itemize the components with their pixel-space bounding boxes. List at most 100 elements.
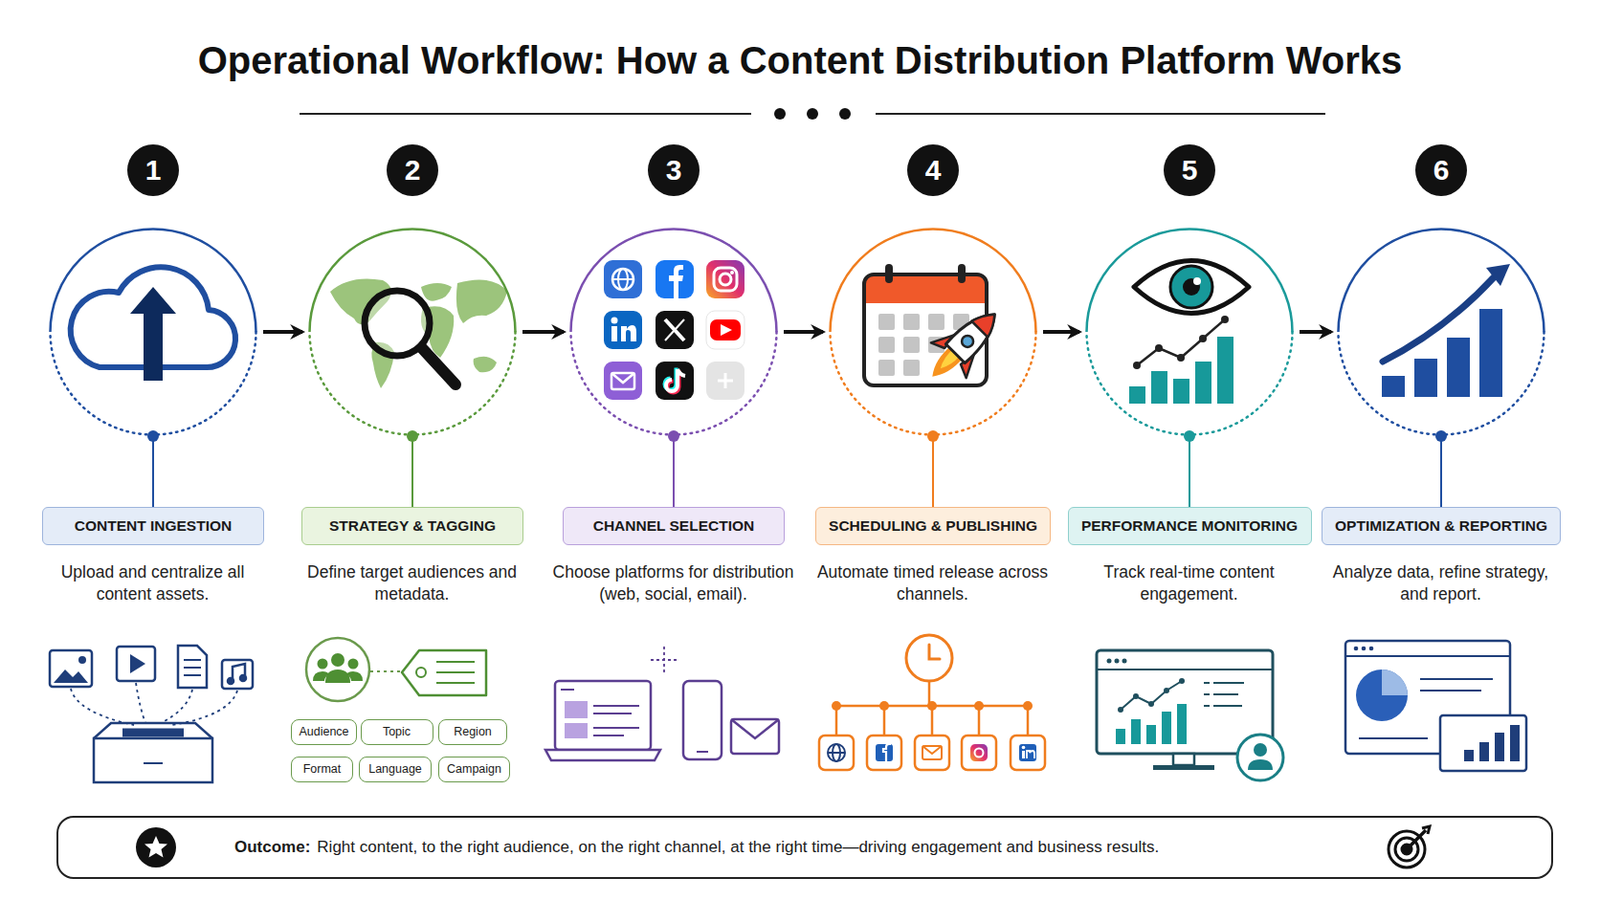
devices-illustration: [650, 646, 678, 674]
channel-icons: [603, 361, 643, 400]
world-map-icon: [456, 279, 508, 324]
step-label: CONTENT INGESTIONUpload and centralize a…: [42, 507, 265, 546]
content-assets-illustration: [78, 656, 87, 665]
monitor-illustration: [1146, 725, 1156, 745]
channel-icons: [611, 326, 618, 342]
channel-icons: [665, 319, 685, 341]
step-number: 1: [127, 144, 179, 197]
circle-outline: [1336, 227, 1546, 437]
growth-chart-icon: [1382, 277, 1494, 362]
engagement-chart-icon: [1133, 361, 1141, 370]
channel-icons: [603, 260, 745, 400]
leader-connector: [147, 430, 159, 508]
step-number: 6: [1415, 144, 1467, 197]
monitor-illustration: [1148, 701, 1155, 708]
schedule-illustration: [827, 752, 845, 755]
step-number: 4: [907, 144, 959, 197]
growth-chart-icon: [1446, 337, 1470, 398]
connector-line: [1440, 436, 1443, 508]
schedule-illustration: [819, 735, 854, 771]
report-illustration: [1510, 725, 1520, 762]
content-assets-illustration: [70, 688, 134, 726]
step-circle: 4: [828, 227, 1038, 437]
report-illustration: [1355, 669, 1408, 722]
step-description: Upload and centralize all content assets…: [32, 561, 274, 606]
calendar-icon: [864, 274, 987, 304]
channel-icons: [612, 268, 634, 290]
report-illustration: [1361, 646, 1367, 652]
rocket-icon: [959, 333, 977, 350]
circle-outline: [48, 227, 258, 437]
channel-icons: [706, 311, 745, 350]
flow-arrow: [522, 332, 564, 334]
tag-text: Audience: [291, 720, 356, 744]
monitor-illustration: [1114, 659, 1120, 665]
connector-line: [411, 436, 414, 508]
rocket-icon: [914, 296, 1013, 395]
magnifier-icon: [422, 348, 456, 385]
content-assets-illustration: [116, 646, 156, 682]
monitor-illustration: [1177, 704, 1187, 745]
monitor-illustration: [1178, 678, 1185, 685]
connector-dot: [1435, 430, 1447, 443]
metadata-tag: Language: [358, 756, 432, 783]
schedule-illustration: [827, 744, 845, 762]
content-assets-illustration: [222, 660, 253, 689]
diagram-title: Operational Workflow: How a Content Dist…: [0, 36, 1600, 85]
audience-tag-illustration: [348, 659, 359, 670]
tag-text: Language: [359, 757, 431, 781]
monitor-illustration: [1115, 704, 1187, 745]
monitor-illustration: [1153, 765, 1215, 771]
step-circle: 6: [1336, 227, 1546, 437]
connector-line: [672, 436, 675, 508]
devices-illustration: [560, 688, 575, 691]
channel-icons: [668, 265, 684, 299]
flow-arrow: [1299, 332, 1332, 334]
monitor-illustration: [1213, 705, 1243, 708]
circle-outline: [1338, 229, 1545, 334]
report-illustration: [1345, 655, 1511, 658]
content-assets-illustration: [49, 650, 92, 688]
title-divider: [299, 112, 752, 115]
channel-icons: [724, 373, 728, 389]
report-illustration: [1494, 733, 1505, 762]
channel-icons: [665, 319, 685, 341]
schedule-illustration: [1026, 706, 1030, 736]
cloud-upload-icon: [70, 266, 236, 381]
engagement-chart-icon: [1151, 371, 1168, 404]
channel-icons: [706, 311, 745, 350]
channel-icons: [706, 361, 745, 400]
report-illustration: [1358, 737, 1428, 740]
monitor-illustration: [1163, 688, 1170, 694]
audience-tag-illustration: [306, 638, 487, 702]
monitor-illustration: [1203, 682, 1210, 685]
channel-icons: [621, 325, 637, 342]
connector-line: [152, 436, 155, 508]
calendar-icon: [878, 313, 895, 331]
monitor-illustration: [1237, 734, 1284, 781]
target-icon: [1388, 826, 1430, 868]
star-badge-icon: [144, 836, 168, 859]
report-illustration: [1381, 669, 1408, 696]
calendar-icon: [878, 336, 895, 354]
monitor-illustration: [1213, 693, 1239, 696]
tag-text: Format: [291, 757, 353, 781]
world-map-icon: [421, 283, 452, 302]
content-assets-illustration: [177, 645, 207, 689]
report-illustration: [1369, 646, 1375, 652]
schedule-illustration: [827, 744, 845, 762]
content-assets-illustration: [227, 678, 234, 685]
magnifier-icon: [364, 290, 456, 385]
step-circle: 5: [1085, 227, 1294, 437]
channel-icons: [612, 278, 634, 281]
audience-tag-illustration: [436, 662, 475, 684]
content-assets-illustration: [49, 645, 253, 783]
engagement-chart-icon: [1199, 334, 1207, 343]
schedule-illustration: [1010, 735, 1045, 771]
circle-outline: [830, 332, 1037, 436]
step-circle: 3: [569, 227, 778, 437]
audience-tag-illustration: [306, 638, 370, 702]
connector-dot: [927, 430, 939, 443]
